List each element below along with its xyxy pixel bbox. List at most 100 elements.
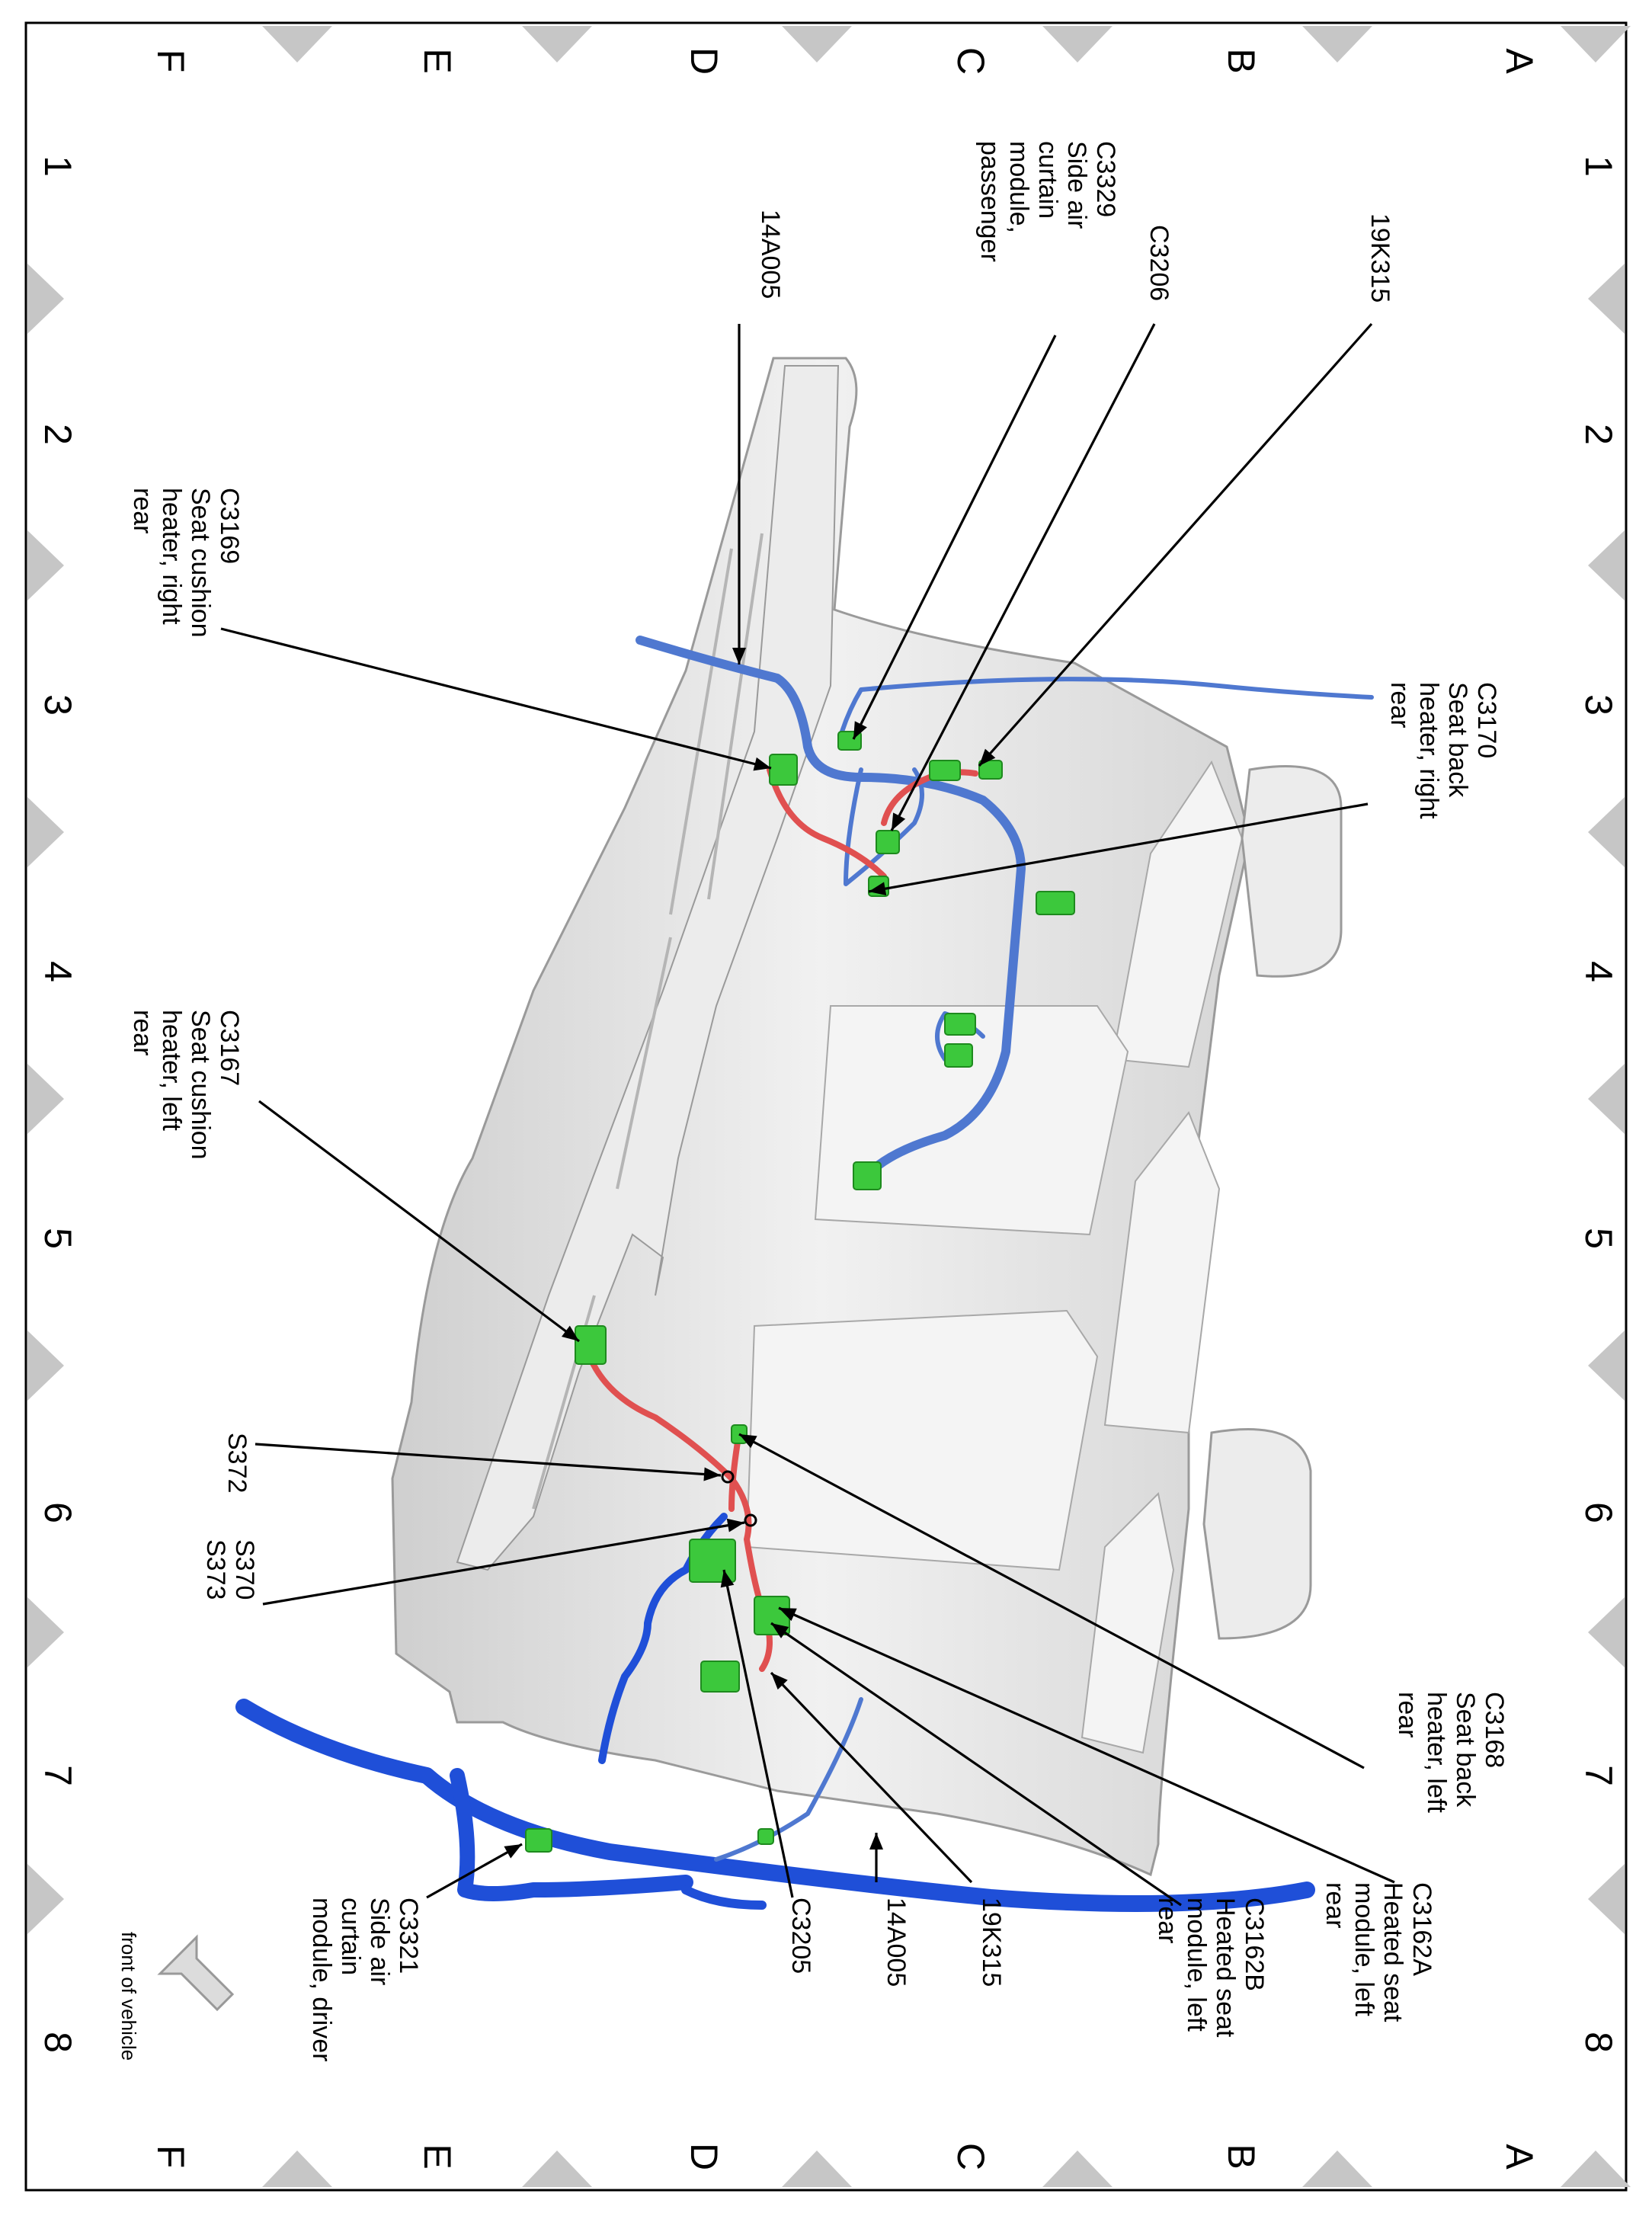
callout-s372-line: S372 [223,1433,251,1493]
leader-arrowhead [979,748,996,766]
leader-arrowhead [504,1844,522,1859]
grid-column-label: 3 [1577,694,1620,716]
callout-c3167-line: Seat cushion [186,1010,215,1160]
leader-arrowhead [771,1673,788,1690]
leader-arrowhead [869,1833,883,1850]
seat-cushion-front-edge [456,365,840,1571]
grid-row-label: F [149,2145,192,2169]
callout-c3162a-line: module, left [1349,1882,1378,2016]
callout-19k315-bottom-text: 19K315 [977,1898,1006,1987]
callout-c3169-text: C3169Seat cushionheater, rightrear [128,488,244,638]
callout-c3168-line: Seat back [1451,1692,1480,1808]
callout-c3162b-line: Heated seat [1211,1898,1240,2038]
callout-19k315-bottom: 19K315 [977,1898,1006,1987]
border-triangle [1588,1331,1625,1401]
seat-harness-19k315 [636,636,1026,1178]
grid-row-label: A [1498,2144,1541,2170]
callout-s372-text: S372 [223,1433,251,1493]
leader-arrowhead [853,721,867,739]
body-harness-14a005 [235,1699,1315,1912]
callout-c3170-line: Seat back [1443,682,1472,798]
leader-line [738,1433,1365,1769]
callout-19k315-top: 19K315 [1365,213,1394,303]
callout-c3170-line: C3170 [1472,682,1501,758]
grid-row-label: E [416,48,459,73]
callout-c3205-line: C3205 [786,1898,815,1974]
seat-and-harness-artwork [235,357,1374,1912]
border-triangle [1561,26,1631,62]
connector-19k315-upper [978,760,1003,780]
callout-c3329-line: curtain [1033,141,1062,219]
grid-row-label: B [1220,48,1263,73]
connector-c3205-module [689,1539,736,1583]
callout-c3168-text: C3168Seat backheater, leftrear [1393,1692,1509,1813]
callout-s370-s373-line: S370 [230,1539,259,1600]
callout-c3162b-line: module, left [1182,1898,1211,2032]
leader-arrowhead [703,1467,721,1481]
callout-c3329-line: passenger [975,141,1004,262]
border-triangle [27,264,64,334]
connector-seat-mid [944,1043,973,1068]
border-triangle [27,530,64,600]
callout-14a005-bottom-line: 14A005 [882,1898,911,1987]
callout-c3167-text: C3167Seat cushionheater, leftrear [128,1010,244,1160]
leader-arrowhead [771,1623,789,1638]
grid-row-label: F [149,50,192,73]
splice-s372 [721,1470,735,1484]
leader-line [258,1100,580,1343]
side-curtain-wire-passenger [840,677,1374,734]
callout-c3162b-line: rear [1153,1898,1182,1943]
connector-curtain-driver [757,1828,774,1845]
side-curtain-wire-driver [714,1697,863,1862]
leader-arrowhead [732,648,746,665]
border-triangle [27,797,64,867]
callout-c3168: C3168Seat backheater, leftrear [1393,1692,1509,1813]
border-triangle [262,26,332,62]
grid-column-label: 4 [1577,961,1620,982]
connector-c3170 [929,760,961,781]
leader-line [868,802,1369,893]
body-harness-branch [681,1885,767,1910]
leader-line [426,1843,523,1899]
border-triangle [1302,2151,1372,2187]
border-triangle [1302,26,1372,62]
front-of-vehicle-label: front of vehicle [117,1932,140,2061]
callout-c3167: C3167Seat cushionheater, leftrear [128,1010,244,1160]
callout-c3162b: C3162BHeated seatmodule, leftrear [1153,1898,1269,2038]
leader-line [770,1671,973,1884]
cushion-ridge [616,937,672,1190]
connector-c3169 [769,754,798,786]
connector-c3167 [575,1325,607,1365]
grid-column-label: 1 [37,155,79,177]
leader-line [770,1622,1182,1907]
callout-c3206: C3206 [1145,225,1173,301]
callout-19k315-bottom-line: 19K315 [977,1898,1006,1987]
connector-seat-lower [853,1161,882,1190]
callout-14a005-bottom-text: 14A005 [882,1898,911,1987]
leader-line [220,627,772,770]
leader-arrowhead [720,1570,735,1588]
callout-c3321-line: Side air [365,1898,394,1985]
callout-c3162b-text: C3162BHeated seatmodule, leftrear [1153,1898,1269,2038]
callout-14a005-top: 14A005 [756,210,785,299]
grid-column-label: 5 [37,1228,79,1249]
seat-panel [1103,1111,1221,1434]
border-triangle [1588,1864,1625,1934]
callout-c3162a-text: C3162AHeated seatmodule, leftrear [1321,1882,1436,2022]
cushion-ridge [669,548,733,915]
leader-line [722,1569,794,1898]
callout-c3168-line: heater, left [1422,1692,1451,1813]
callout-c3169: C3169Seat cushionheater, rightrear [128,488,244,638]
leader-arrowhead [726,1518,744,1532]
callout-19k315-top-text: 19K315 [1365,213,1394,303]
callout-c3329-line: Side air [1062,141,1091,229]
grid-column-label: 7 [1577,1765,1620,1786]
callout-14a005-bottom: 14A005 [882,1898,911,1987]
border-triangle [1588,1064,1625,1134]
callout-c3162b-line: C3162B [1240,1898,1269,1991]
grid-row-label: B [1220,2144,1263,2169]
leader-line [890,323,1156,831]
cushion-ridge [707,533,764,900]
border-triangle [1588,797,1625,867]
